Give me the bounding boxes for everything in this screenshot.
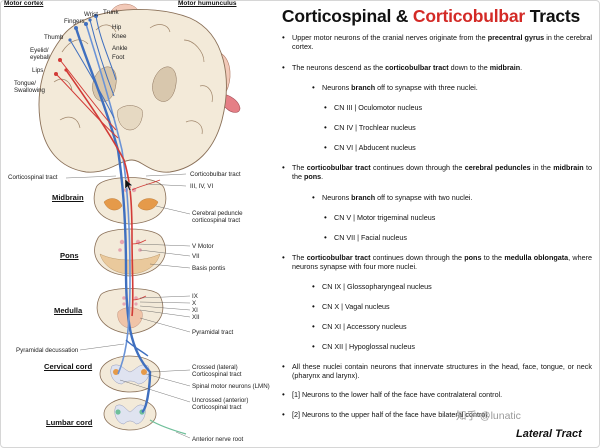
cn-iii-iv-vi-label: III, IV, VI xyxy=(190,183,214,190)
note-bullet-2: The neurons descend as the corticobulbar… xyxy=(280,63,592,73)
wrist-label: Wrist xyxy=(84,11,98,18)
title-part-2: Corticobulbar xyxy=(412,6,526,26)
motor-cortex-header: Motor cortex xyxy=(4,0,44,7)
note-bullet-6: [1] Neurons to the lower half of the fac… xyxy=(280,390,592,400)
page-title: Corticospinal & Corticobulbar Tracts xyxy=(266,6,596,27)
anterior-nerve-root-label: Anterior nerve root xyxy=(192,436,244,443)
brain-coronal-section xyxy=(38,9,227,173)
thumb-label: Thumb xyxy=(44,34,64,41)
title-part-3: Tracts xyxy=(525,6,581,26)
ankle-label: Ankle xyxy=(112,45,128,52)
xii-label: XII xyxy=(192,314,200,321)
foot-label: Foot xyxy=(112,54,125,61)
vii-label: VII xyxy=(192,253,200,260)
xi-label: XI xyxy=(192,307,198,314)
midbrain-level-label: Midbrain xyxy=(52,193,84,202)
lateral-tract-caption: Lateral Tract xyxy=(516,428,582,440)
cn-vi-item: CN VI | Abducent nucleus xyxy=(324,143,416,153)
lumbar-cord-level-label: Lumbar cord xyxy=(46,418,93,427)
cerebral-peduncle-label: Cerebral peduncle corticospinal tract xyxy=(192,210,243,224)
fingers-label: Fingers xyxy=(64,18,85,25)
crossed-lateral-label: Crossed (lateral) Corticospinal tract xyxy=(192,364,242,378)
hip-label: Hip xyxy=(112,24,122,31)
spinal-motor-neurons-label: Spinal motor neurons (LMN) xyxy=(192,383,270,390)
pons-level-label: Pons xyxy=(60,251,79,260)
cervical-cord-level-label: Cervical cord xyxy=(44,362,93,371)
midbrain-section xyxy=(93,177,167,225)
cn-x-item: CN X | Vagal nucleus xyxy=(312,302,390,312)
cn-ix-item: CN IX | Glossopharyngeal nucleus xyxy=(312,282,432,292)
knee-label: Knee xyxy=(112,33,127,40)
cn-vii-item: CN VII | Facial nucleus xyxy=(324,233,407,243)
note-bullet-7: [2] Neurons to the upper half of the fac… xyxy=(280,410,592,420)
cn-iii-item: CN III | Oculomotor nucleus xyxy=(324,103,422,113)
motor-homunculus-header: Motor humunculus xyxy=(178,0,237,7)
basis-pontis-label: Basis pontis xyxy=(192,265,226,272)
note-bullet-4: The corticobulbar tract continues down t… xyxy=(280,253,592,272)
note-bullet-5: All these nuclei contain neurons that in… xyxy=(280,362,592,381)
pyramidal-decussation-label: Pyramidal decussation xyxy=(16,347,79,354)
leader-lines xyxy=(65,173,191,439)
uncrossed-anterior-label: Uncrossed (anterior) Corticospinal tract xyxy=(192,397,249,411)
note-bullet-3: The corticobulbar tract continues down t… xyxy=(280,163,592,182)
cn-v-item: CN V | Motor trigeminal nucleus xyxy=(324,213,435,223)
cortex-origin-dots xyxy=(54,14,98,76)
ix-label: IX xyxy=(192,293,198,300)
lumbar-cord-section xyxy=(103,397,187,435)
tongue-swallowing-label: Tongue/ Swallowing xyxy=(14,80,45,94)
cn-xi-item: CN XI | Accessory nucleus xyxy=(312,322,407,332)
eyelid-eyeball-label: Eyelid/ eyeball xyxy=(30,47,50,61)
tract-diagram: Motor cortex Motor humunculus Wrist Trun… xyxy=(0,0,270,448)
watermark: 知乎 @lunatic xyxy=(456,410,521,422)
cn-iv-item: CN IV | Trochlear nucleus xyxy=(324,123,416,133)
title-part-1: Corticospinal & xyxy=(281,6,413,26)
lips-label: Lips xyxy=(32,67,44,74)
medulla-level-label: Medulla xyxy=(54,306,83,315)
corticobulbar-tract-label: Corticobulbar tract xyxy=(190,171,241,178)
note-sub-2: Neurons branch off to synapse with two n… xyxy=(312,193,592,203)
v-motor-label: V Motor xyxy=(192,243,214,250)
note-sub-1: Neurons branch off to synapse with three… xyxy=(312,83,592,93)
pyramidal-tract-label: Pyramidal tract xyxy=(192,329,234,336)
note-bullet-1: Upper motor neurons of the cranial nerve… xyxy=(280,33,592,52)
cn-xii-item: CN XII | Hypoglossal nucleus xyxy=(312,342,415,352)
tract-diagram-svg xyxy=(38,3,241,439)
x-label: X xyxy=(192,300,197,307)
corticospinal-tract-label: Corticospinal tract xyxy=(8,174,58,181)
mouse-cursor-icon xyxy=(124,178,133,192)
trunk-label: Trunk xyxy=(103,9,119,16)
